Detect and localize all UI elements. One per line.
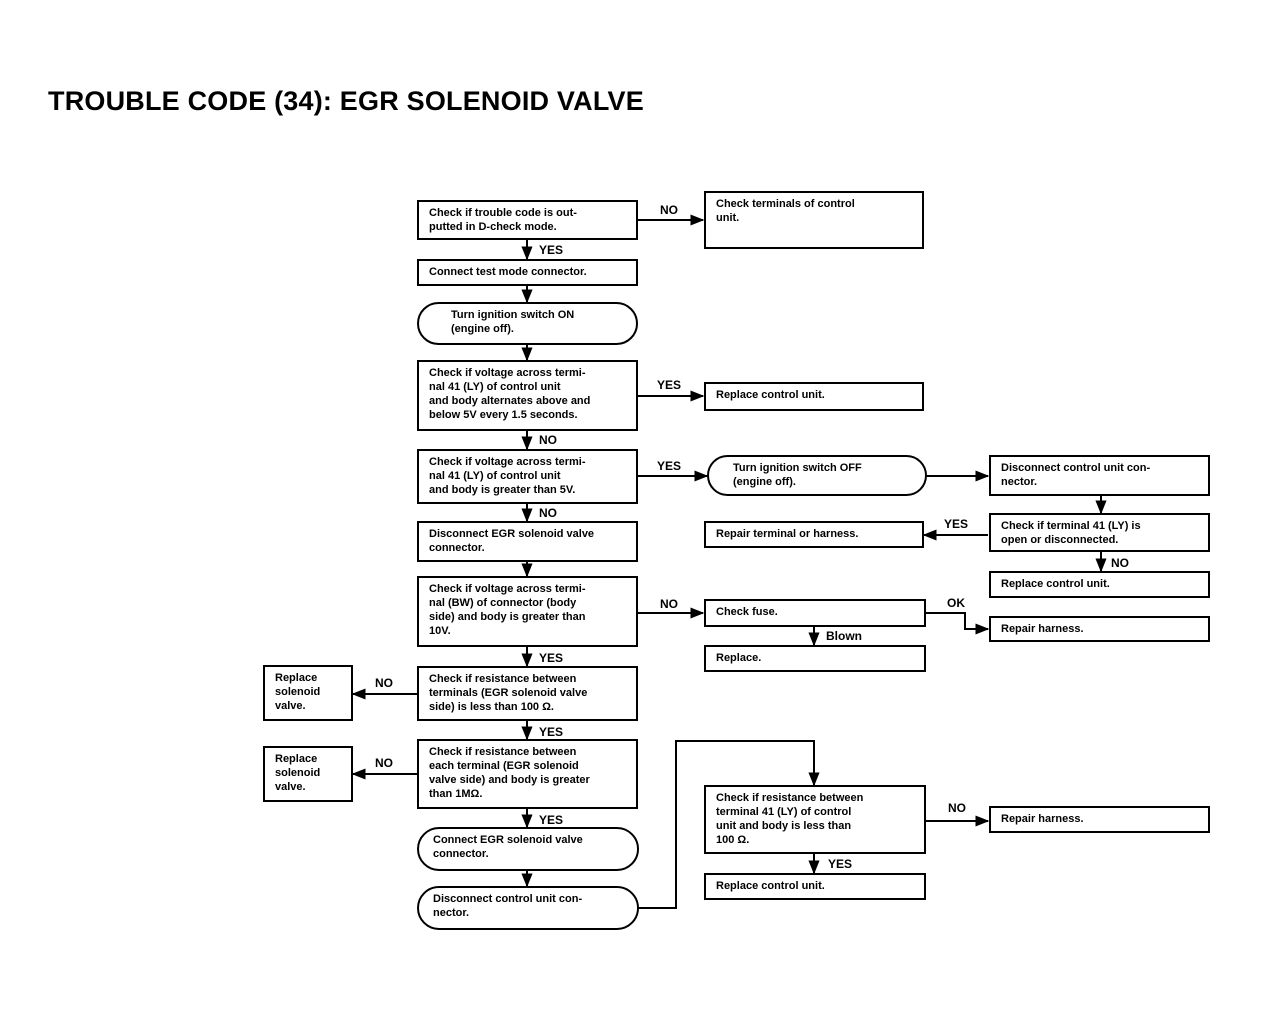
branch-label-yes: YES [539, 243, 564, 257]
branch-label-yes: YES [539, 651, 564, 665]
branch-label-no: NO [1111, 556, 1129, 570]
branch-label-no: NO [660, 203, 678, 217]
step-check-voltage-greater-5v: Check if voltage across termi- nal 41 (L… [417, 449, 638, 504]
step-check-fuse: Check fuse. [704, 599, 926, 627]
result-replace-fuse: Replace. [704, 645, 926, 672]
result-replace-control-unit-3: Replace control unit. [704, 873, 926, 900]
branch-label-yes: YES [944, 517, 969, 531]
step-check-resistance-body: Check if resistance between each termina… [417, 739, 638, 809]
branch-label-no: NO [948, 801, 966, 815]
step-check-dcheck-mode: Check if trouble code is out- putted in … [417, 200, 638, 240]
step-check-voltage-alternates: Check if voltage across termi- nal 41 (L… [417, 360, 638, 431]
branch-label-yes: YES [539, 725, 564, 739]
branch-label-no: NO [375, 756, 393, 770]
result-replace-solenoid-valve-2: Replace solenoid valve. [263, 746, 353, 802]
branch-label-no: NO [660, 597, 678, 611]
result-replace-solenoid-valve: Replace solenoid valve. [263, 665, 353, 721]
branch-label-no: NO [539, 433, 557, 447]
result-repair-terminal-harness: Repair terminal or harness. [704, 521, 924, 548]
branch-label-yes: YES [828, 857, 853, 871]
step-ignition-on: Turn ignition switch ON (engine off). [417, 302, 638, 345]
branch-label-no: NO [539, 506, 557, 520]
step-ignition-off: Turn ignition switch OFF (engine off). [707, 455, 927, 496]
step-check-terminal-41-open: Check if terminal 41 (LY) is open or dis… [989, 513, 1210, 552]
result-replace-control-unit: Replace control unit. [704, 382, 924, 411]
branch-label-yes: YES [657, 459, 682, 473]
branch-label-blown: Blown [826, 629, 862, 643]
step-disconnect-control-unit: Disconnect control unit con- nector. [989, 455, 1210, 496]
branch-label-no: NO [375, 676, 393, 690]
branch-label-ok: OK [947, 596, 965, 610]
branch-label-yes: YES [657, 378, 682, 392]
result-repair-harness-2: Repair harness. [989, 806, 1210, 833]
result-check-terminals: Check terminals of control unit. [704, 191, 924, 249]
step-check-voltage-bw: Check if voltage across termi- nal (BW) … [417, 576, 638, 647]
connector [925, 612, 990, 635]
branch-label-yes: YES [539, 813, 564, 827]
step-connect-egr-connector: Connect EGR solenoid valve connector. [417, 827, 639, 871]
step-check-resistance-terminal-41: Check if resistance between terminal 41 … [704, 785, 926, 854]
step-disconnect-control-unit-2: Disconnect control unit con- nector. [417, 886, 639, 930]
result-repair-harness: Repair harness. [989, 616, 1210, 642]
step-connect-test-mode: Connect test mode connector. [417, 259, 638, 286]
page-title: TROUBLE CODE (34): EGR SOLENOID VALVE [48, 86, 644, 116]
connector [638, 740, 820, 909]
step-check-resistance-terminals: Check if resistance between terminals (E… [417, 666, 638, 721]
result-replace-control-unit-2: Replace control unit. [989, 571, 1210, 598]
step-disconnect-egr-connector: Disconnect EGR solenoid valve connector. [417, 521, 638, 562]
